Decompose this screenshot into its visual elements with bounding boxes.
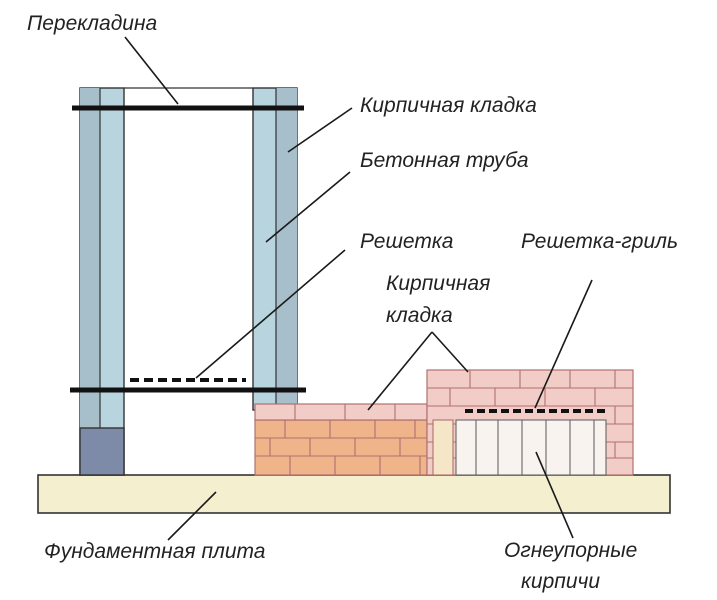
right-pipe-column xyxy=(252,87,298,411)
label-grill-grate: Решетка-гриль xyxy=(521,230,678,253)
pipe-base-block xyxy=(79,427,125,476)
label-brick-masonry-mid-1: Кирпичная xyxy=(386,272,490,295)
brick-masonry-cap xyxy=(254,403,428,421)
label-grate: Решетка xyxy=(360,230,453,253)
label-concrete-pipe: Бетонная труба xyxy=(360,149,529,172)
label-brick-masonry-mid-2: кладка xyxy=(386,304,453,327)
firebricks xyxy=(432,419,607,476)
label-brick-masonry-top: Кирпичная кладка xyxy=(360,94,537,117)
label-firebricks-1: Огнеупорные xyxy=(504,539,637,562)
brick-masonry-lower xyxy=(254,419,428,476)
foundation-slab xyxy=(37,474,671,514)
label-firebricks-2: кирпичи xyxy=(521,570,600,593)
leader-lines xyxy=(124,36,593,541)
label-foundation: Фундаментная плита xyxy=(44,540,265,563)
label-lintel: Перекладина xyxy=(27,12,157,35)
left-pipe-column xyxy=(79,87,125,476)
